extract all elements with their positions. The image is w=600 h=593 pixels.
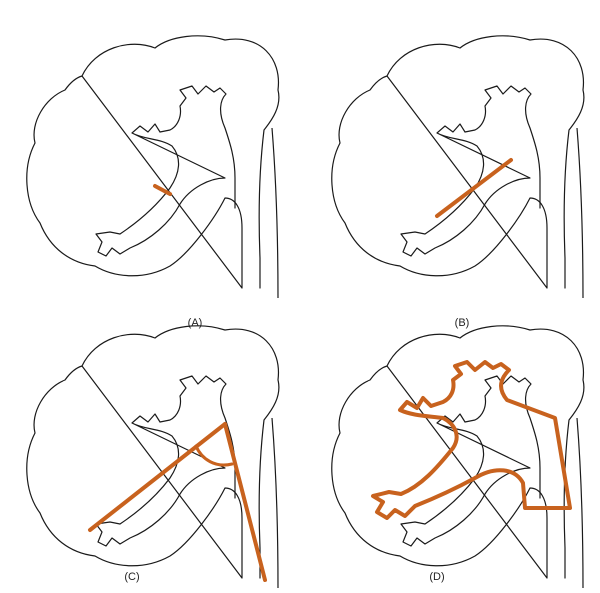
panel-label-d: (D) [429,571,444,583]
kidney-outline-a [27,36,279,298]
panel-c: (C) [27,326,279,588]
panel-a: (A) [27,36,279,329]
panel-label-b: (B) [455,317,470,329]
kidney-outline-b [332,36,584,298]
kidney-outline-c [27,326,279,588]
panel-label-a: (A) [188,317,203,329]
panel-b: (B) [332,36,584,329]
panel-label-c: (C) [124,571,139,583]
panel-d: (D) [332,326,584,588]
